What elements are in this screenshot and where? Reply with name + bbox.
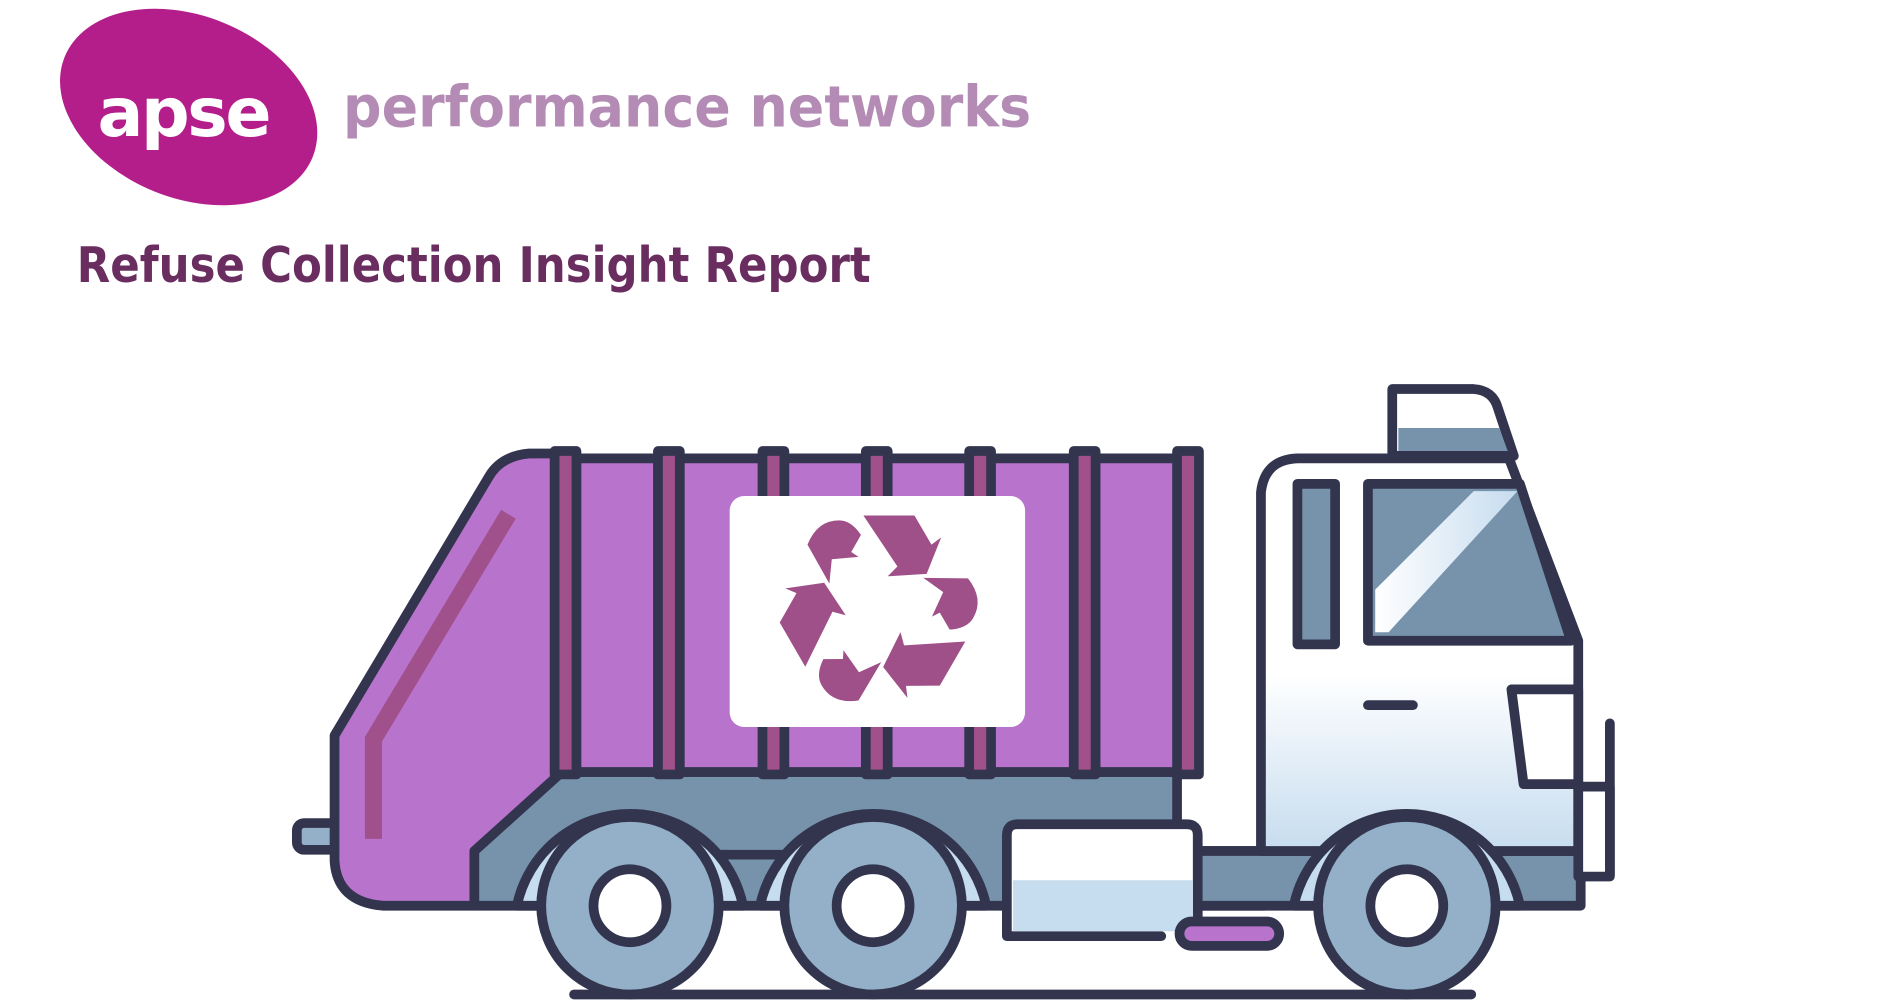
recycle-icon (766, 515, 994, 716)
refuse-truck-icon (291, 384, 1615, 1000)
apse-logo: apse (60, 8, 318, 206)
wheel (779, 812, 967, 1000)
report-title: Refuse Collection Insight Report (77, 238, 871, 294)
recycle-sign (729, 496, 1026, 728)
logo-ellipse (60, 8, 318, 206)
wheel (536, 812, 724, 1000)
logo-brand: apse (97, 74, 269, 153)
logo-tagline: performance networks (343, 74, 1031, 140)
wheel (1313, 812, 1501, 1000)
